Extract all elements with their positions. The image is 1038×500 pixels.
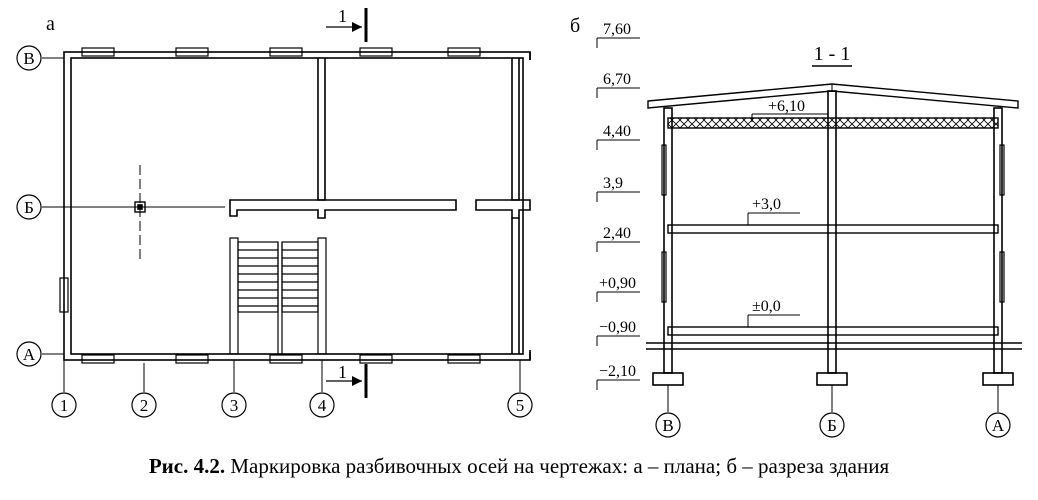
section-attic-slab — [667, 117, 999, 129]
section-mark-bottom: 1 — [338, 362, 347, 382]
plan-column-axis-1: 1 — [51, 392, 77, 418]
plan-row-axis-b: Б — [16, 194, 42, 220]
level-value: −2,10 — [599, 363, 636, 380]
plan-row-axis-a: А — [16, 341, 42, 367]
plan-column-axis-5: 5 — [507, 392, 533, 418]
section-axis-label: Б — [827, 416, 837, 435]
plan-column-axis-2: 2 — [131, 392, 157, 418]
caption-text: Маркировка разбивочных осей на чертежах:… — [225, 454, 890, 478]
section-floor-slab-1 — [667, 326, 999, 336]
plan-row-axis-v: В — [16, 45, 42, 71]
level-mark: 6,70 — [596, 71, 640, 98]
level-mark: +0,90 — [596, 275, 640, 302]
level-mark: 3,9 — [596, 175, 640, 202]
level-mark: −2,10 — [596, 363, 640, 390]
plan-windows-bottom — [81, 354, 481, 364]
section-roof — [647, 83, 1019, 109]
level-value: 6,70 — [603, 71, 631, 88]
level-value: 4,40 — [603, 123, 631, 140]
level-mark: −0,90 — [596, 319, 640, 346]
column-axis-label: 5 — [516, 396, 525, 415]
section-walls — [663, 90, 1003, 374]
section-floor-slab-2 — [667, 224, 999, 234]
section-foundations — [652, 372, 1014, 386]
section-axis-a: А — [985, 412, 1011, 438]
row-axis-label: Б — [24, 198, 34, 217]
level-mark: 4,40 — [596, 123, 640, 150]
plan-section-cut-top: 1 — [326, 6, 368, 42]
figure-caption: Рис. 4.2. Маркировка разбивочных осей на… — [0, 454, 1038, 479]
level-value: 3,9 — [603, 175, 623, 192]
level-value: −0,90 — [599, 319, 636, 336]
level-scale: 7,60 6,70 4,40 3,9 2,40 +0,90 — [596, 21, 640, 390]
section-axis-label: А — [992, 416, 1005, 435]
floor-level-mark-ground: ±0,0 — [747, 298, 800, 327]
section-axis-v: В — [655, 412, 681, 438]
floor-level-value: +3,0 — [752, 196, 781, 213]
level-mark: 7,60 — [596, 21, 640, 48]
plan-interior-walls — [229, 58, 531, 354]
plan-column-marker — [42, 165, 225, 260]
column-axis-label: 2 — [140, 396, 149, 415]
column-axis-label: 3 — [230, 396, 239, 415]
building-section: б 1 - 1 7,60 6,70 4,40 3,9 2,40 — [570, 15, 1022, 438]
plan-panel-label: а — [46, 13, 55, 35]
level-mark: 2,40 — [596, 225, 640, 252]
floor-level-mark-middle: +3,0 — [747, 196, 800, 225]
section-axis-label: В — [662, 416, 673, 435]
plan-windows-top — [81, 47, 481, 57]
caption-prefix: Рис. 4.2. — [148, 454, 226, 478]
level-value: 7,60 — [603, 21, 631, 38]
plan-outer-wall — [63, 51, 531, 361]
section-windows — [661, 144, 1005, 303]
plan-column-axis-4: 4 — [309, 392, 335, 418]
level-value: 2,40 — [603, 225, 631, 242]
plan-window-left — [59, 277, 69, 313]
section-mark-top: 1 — [338, 6, 347, 26]
row-axis-label: В — [23, 49, 34, 68]
section-title: 1 - 1 — [814, 43, 851, 65]
floor-level-mark-top: +6,10 — [751, 98, 828, 122]
column-axis-label: 1 — [60, 396, 69, 415]
plan-staircase — [229, 237, 327, 355]
plan-column-axis-3: 3 — [221, 392, 247, 418]
floor-level-value: +6,10 — [768, 98, 805, 115]
column-axis-label: 4 — [318, 396, 327, 415]
floor-plan: а — [16, 6, 534, 418]
section-axis-b: Б — [819, 412, 845, 438]
level-value: +0,90 — [599, 275, 636, 292]
plan-inner-wall-line — [70, 57, 524, 355]
row-axis-label: А — [23, 345, 36, 364]
floor-level-value: ±0,0 — [752, 298, 781, 315]
plan-section-cut-bottom: 1 — [326, 362, 368, 398]
section-panel-label: б — [570, 15, 580, 37]
